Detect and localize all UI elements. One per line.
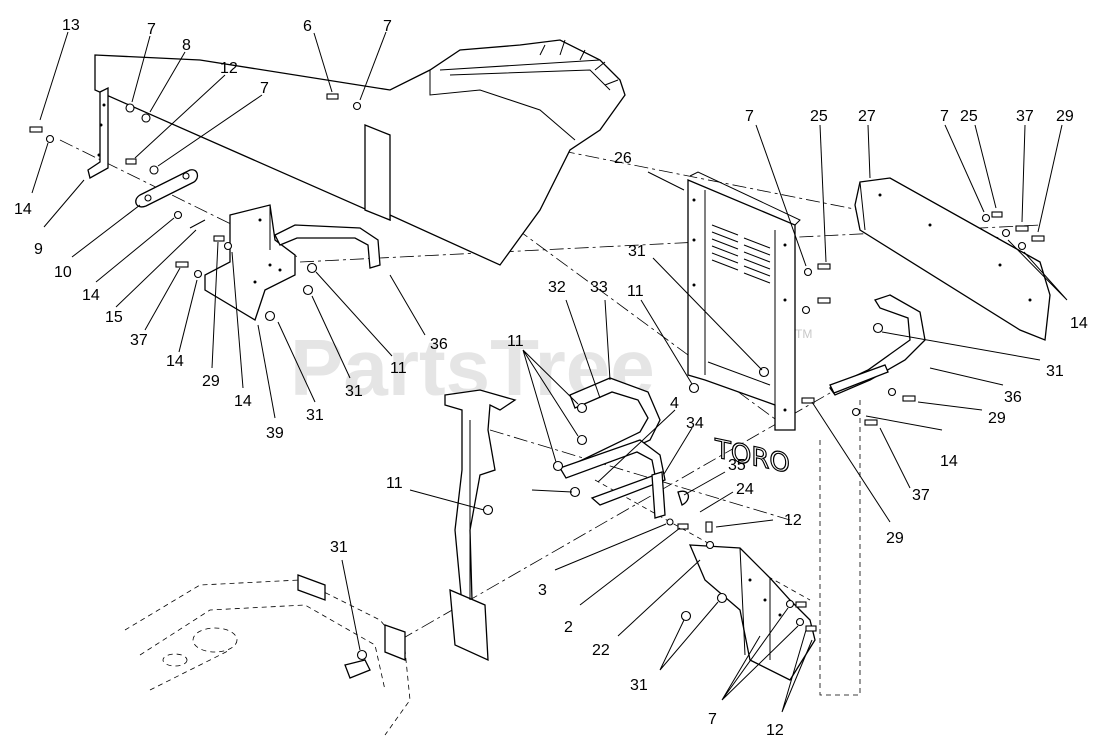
callout: 11 bbox=[627, 283, 644, 300]
callout: 37 bbox=[912, 487, 930, 504]
callout: 26 bbox=[614, 150, 632, 167]
callout: 6 bbox=[303, 18, 312, 35]
callout: 39 bbox=[266, 425, 284, 442]
callout: 31 bbox=[628, 243, 646, 260]
callout: 37 bbox=[130, 332, 148, 349]
bracket-22 bbox=[688, 544, 816, 681]
strap-36-right bbox=[829, 294, 926, 396]
callout: 31 bbox=[1046, 363, 1064, 380]
panel-logo: TORO bbox=[714, 434, 790, 480]
support-arm bbox=[444, 389, 517, 662]
callout: 14 bbox=[940, 453, 958, 470]
callout: 12 bbox=[784, 512, 802, 529]
callout: 3 bbox=[538, 582, 547, 599]
callout: 25 bbox=[810, 108, 828, 125]
strap-36-left bbox=[274, 224, 381, 269]
callout: 14 bbox=[1070, 315, 1088, 332]
callout: 14 bbox=[82, 287, 100, 304]
callout: 31 bbox=[345, 383, 363, 400]
panel-vent-slots bbox=[711, 224, 771, 284]
callout: 11 bbox=[386, 475, 403, 492]
callout: 36 bbox=[1004, 389, 1022, 406]
callout: 12 bbox=[766, 722, 784, 738]
callout: 14 bbox=[14, 201, 32, 218]
leader-lines bbox=[31, 31, 1068, 713]
callout: 11 bbox=[390, 360, 407, 377]
watermark-tm: TM bbox=[795, 327, 812, 341]
callout: 7 bbox=[147, 21, 156, 38]
callout: 32 bbox=[548, 279, 566, 296]
callout: 29 bbox=[1056, 108, 1074, 125]
hardware bbox=[29, 93, 1045, 661]
callout: 4 bbox=[670, 395, 679, 412]
callout: 7 bbox=[745, 108, 754, 125]
bolt-13 bbox=[29, 126, 43, 133]
plate-27 bbox=[854, 177, 1051, 341]
callout: 27 bbox=[858, 108, 876, 125]
link-34 bbox=[651, 471, 689, 519]
callout: 8 bbox=[182, 37, 191, 54]
callout: 7 bbox=[383, 18, 392, 35]
callout: 29 bbox=[988, 410, 1006, 427]
callout: 12 bbox=[220, 60, 238, 77]
callout: 29 bbox=[202, 373, 220, 390]
callout: 36 bbox=[430, 336, 448, 353]
callout: 22 bbox=[592, 642, 610, 659]
callout: 29 bbox=[886, 530, 904, 547]
callout: 14 bbox=[234, 393, 252, 410]
callout: 10 bbox=[54, 264, 72, 281]
callout: 9 bbox=[34, 241, 43, 258]
callout: 2 bbox=[564, 619, 573, 636]
callout: 37 bbox=[1016, 108, 1034, 125]
chassis bbox=[124, 574, 411, 736]
bracket-39 bbox=[204, 204, 296, 321]
callouts: 13 7 8 12 7 14 9 10 14 15 37 14 29 14 39… bbox=[14, 17, 1088, 738]
callout: 7 bbox=[940, 108, 949, 125]
callout: 11 bbox=[507, 333, 524, 350]
callout: 34 bbox=[686, 415, 704, 432]
callout: 35 bbox=[728, 457, 746, 474]
callout: 15 bbox=[105, 309, 123, 326]
callout: 31 bbox=[306, 407, 324, 424]
callout: 31 bbox=[630, 677, 648, 694]
callout: 7 bbox=[708, 711, 717, 728]
callout: 24 bbox=[736, 481, 754, 498]
callout: 33 bbox=[590, 279, 608, 296]
center-straps bbox=[559, 377, 666, 506]
hood-assembly bbox=[94, 39, 626, 266]
callout: 14 bbox=[166, 353, 184, 370]
callout: 13 bbox=[62, 17, 80, 34]
link-10 bbox=[135, 169, 199, 208]
panel-26: TORO bbox=[687, 171, 801, 480]
callout: 31 bbox=[330, 539, 348, 556]
plate-9 bbox=[87, 86, 109, 179]
callout: 7 bbox=[260, 80, 269, 97]
callout: 25 bbox=[960, 108, 978, 125]
